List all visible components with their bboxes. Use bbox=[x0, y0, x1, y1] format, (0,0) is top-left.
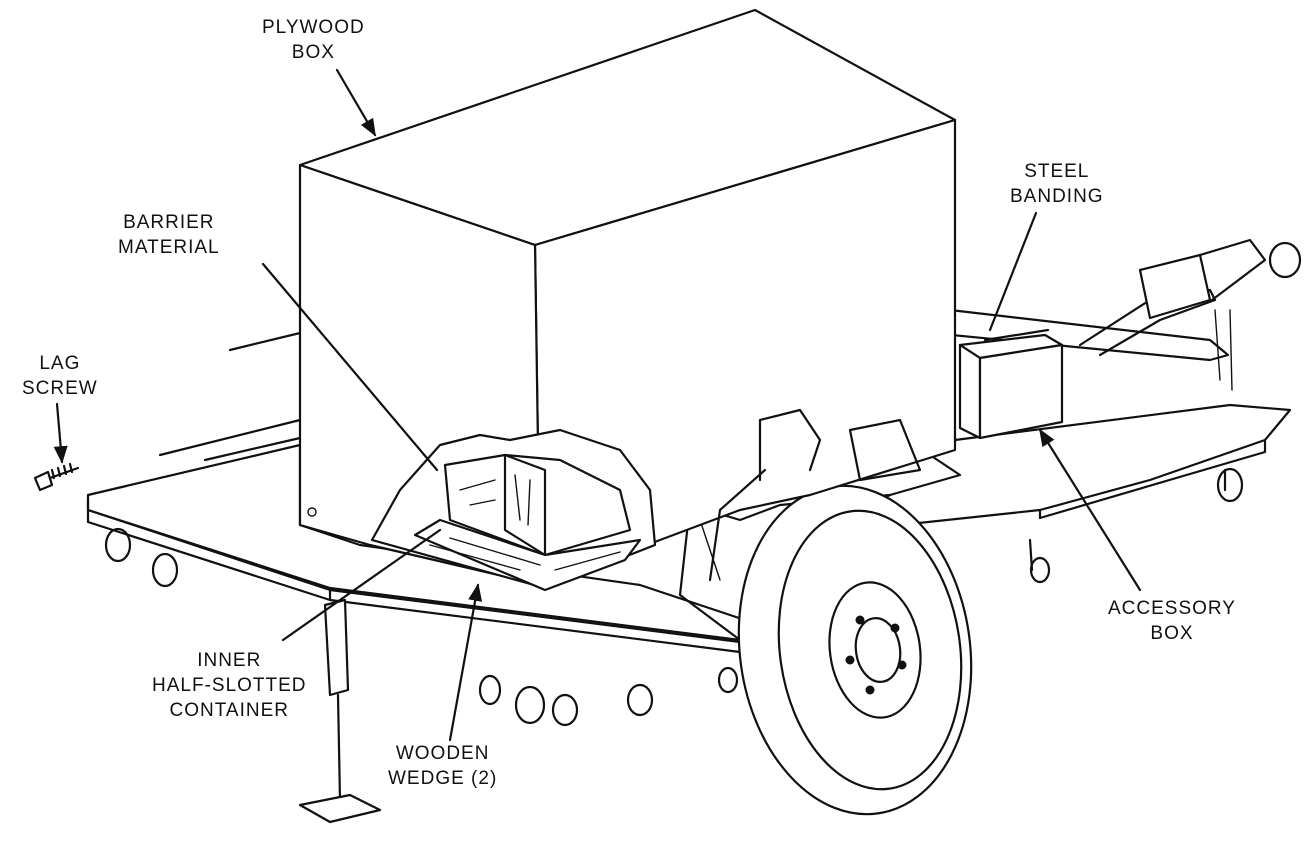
callout-line: BARRIER bbox=[123, 212, 215, 233]
callout-line: LAG bbox=[39, 353, 81, 374]
callout-line: WEDGE (2) bbox=[388, 768, 498, 789]
callout-barrier-material: BARRIER MATERIAL bbox=[118, 210, 220, 260]
callout-line: STEEL bbox=[1024, 161, 1090, 182]
callout-line: BOX bbox=[1150, 623, 1194, 644]
trailer-hitch bbox=[1138, 238, 1302, 391]
callout-steel-banding: STEEL BANDING bbox=[1010, 159, 1104, 209]
callout-line: INNER bbox=[197, 650, 262, 671]
callout-line: BANDING bbox=[1010, 186, 1104, 207]
callout-line: ACCESSORY bbox=[1108, 598, 1236, 619]
lag-screw bbox=[33, 462, 80, 492]
callout-plywood-box: PLYWOOD BOX bbox=[262, 15, 365, 65]
inner-container bbox=[413, 453, 642, 592]
callout-line: HALF-SLOTTED bbox=[152, 675, 307, 696]
callout-line: BOX bbox=[291, 42, 335, 63]
callout-line: PLYWOOD bbox=[262, 17, 365, 38]
callout-accessory-box: ACCESSORY BOX bbox=[1108, 596, 1236, 646]
callout-wooden-wedge: WOODEN WEDGE (2) bbox=[388, 741, 497, 791]
callout-inner-container: INNER HALF-SLOTTED CONTAINER bbox=[152, 648, 307, 723]
accessory-box bbox=[958, 328, 1064, 440]
callout-line: SCREW bbox=[22, 378, 98, 399]
callout-line: WOODEN bbox=[395, 743, 490, 764]
callout-lag-screw: LAG SCREW bbox=[22, 351, 98, 401]
trailer-wheel bbox=[737, 484, 973, 816]
callout-line: MATERIAL bbox=[118, 237, 220, 258]
leader-lines bbox=[53, 68, 1142, 742]
fittings bbox=[104, 408, 1244, 727]
stand-jack bbox=[298, 598, 382, 824]
callout-line: CONTAINER bbox=[169, 700, 289, 721]
